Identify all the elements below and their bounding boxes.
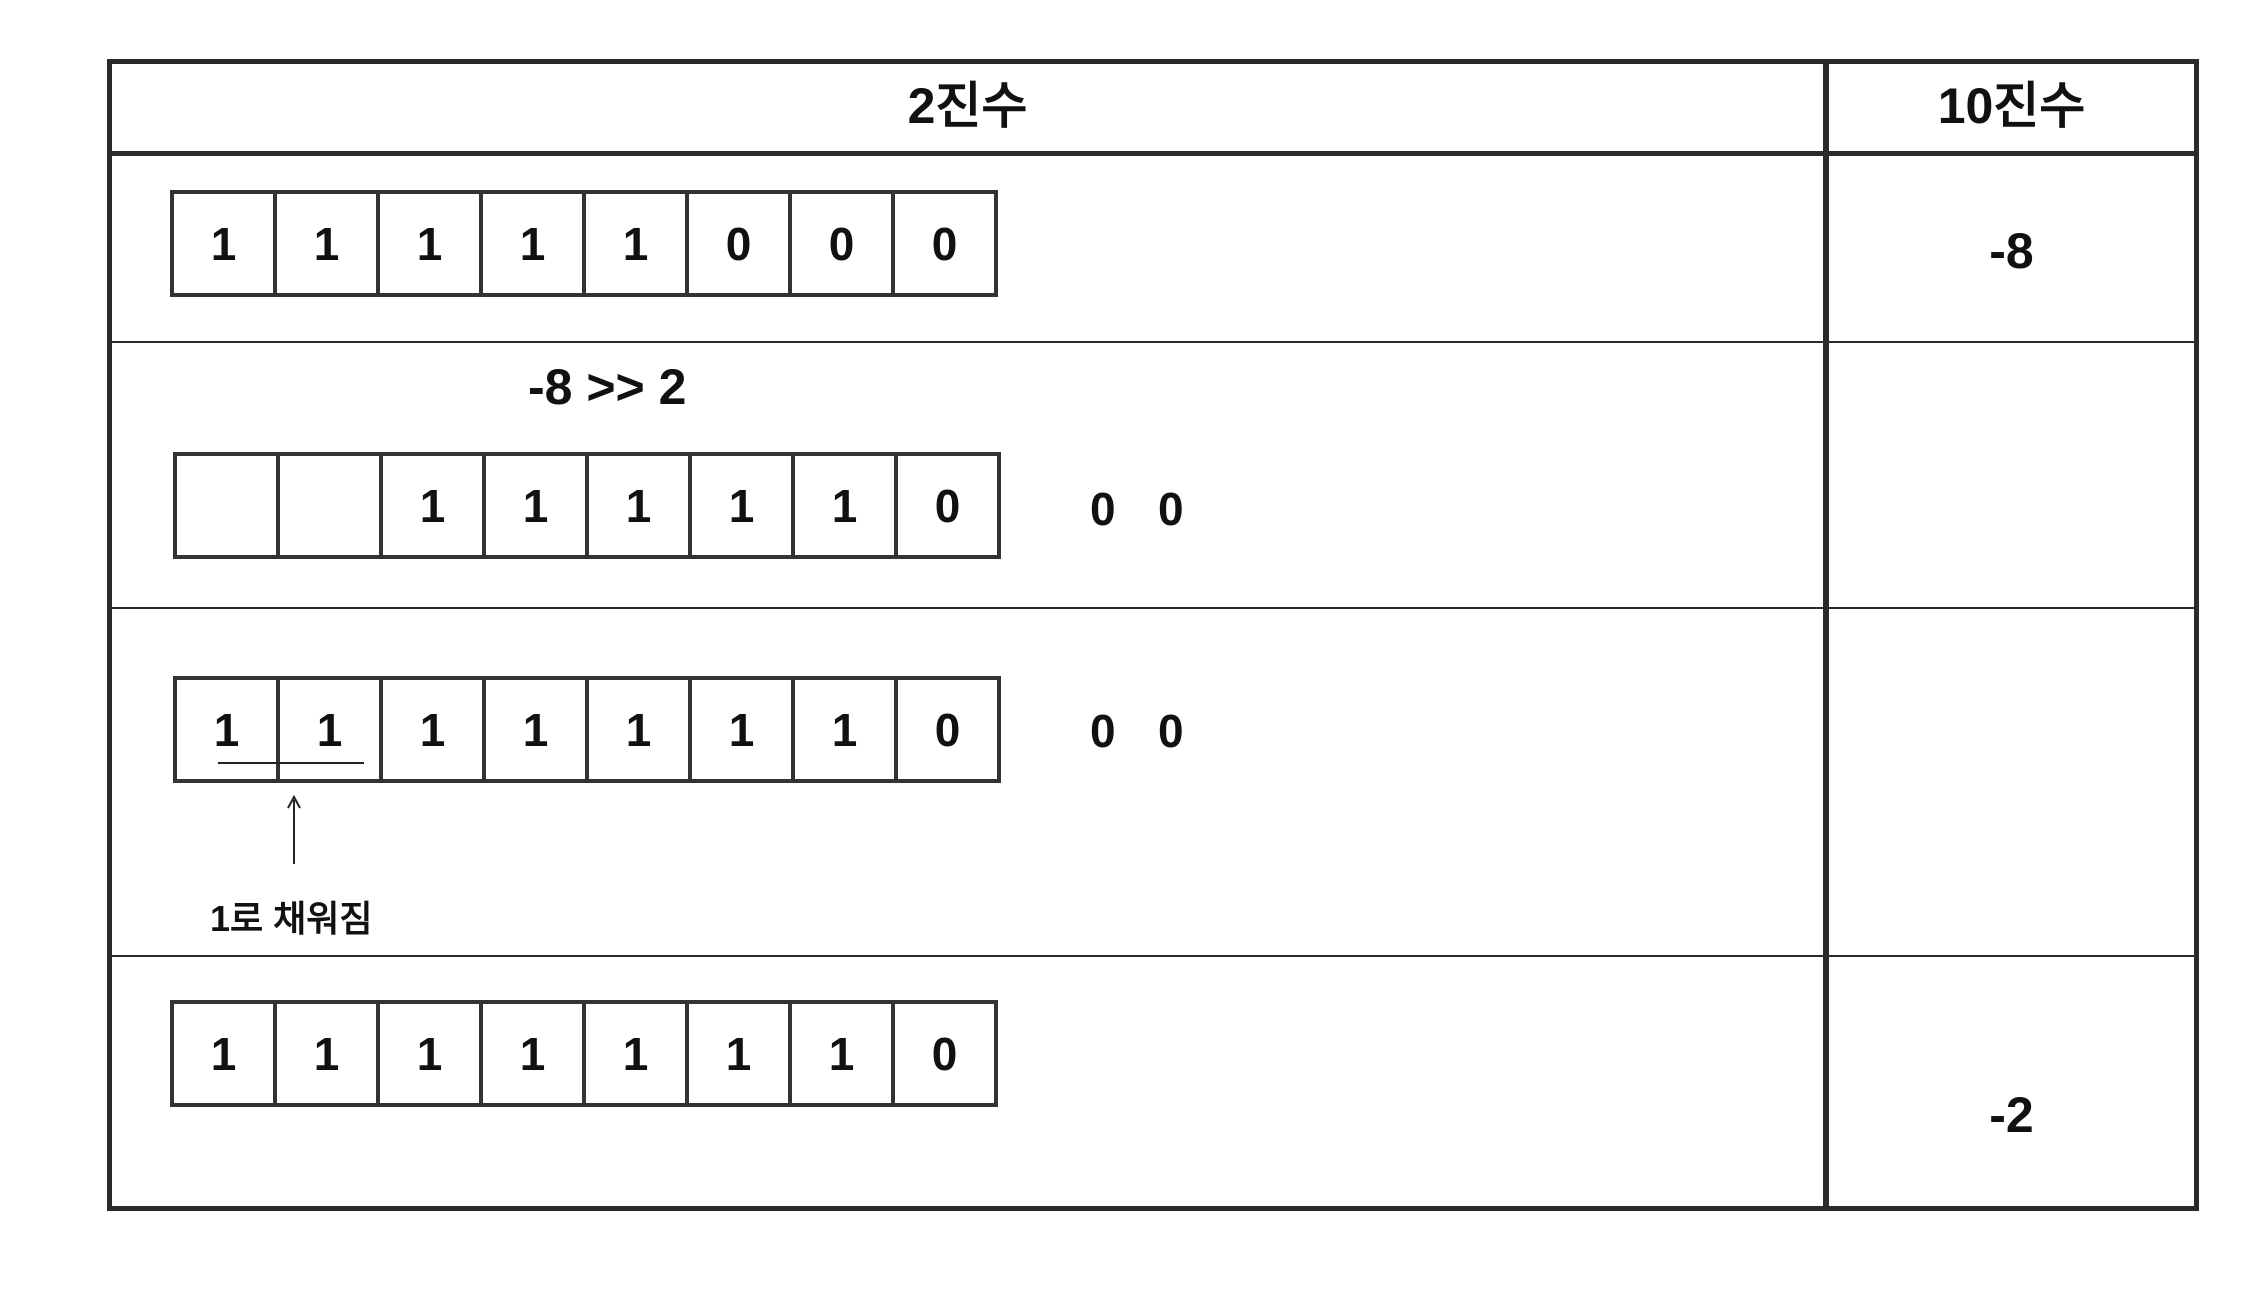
bit-cell: 0	[891, 190, 998, 297]
shifted-out-bit: 0	[1090, 705, 1116, 757]
bit-cell: 1	[582, 190, 689, 297]
bit-cell: 1	[585, 452, 692, 559]
shift-operation-label: -8 >> 2	[528, 359, 687, 415]
bit-cell: 1	[685, 1000, 792, 1107]
decimal-column-header: 10진수	[1937, 78, 2086, 134]
bit-cell: 0	[685, 190, 792, 297]
bit-cell: 1	[479, 190, 586, 297]
bit-cell: 1	[788, 1000, 895, 1107]
row-divider-2	[107, 607, 2199, 609]
column-divider	[1823, 59, 1829, 1211]
bit-row-2: 1 1 1 1 1 0	[173, 452, 1001, 559]
bit-cell: 1	[273, 1000, 380, 1107]
bit-cell: 1	[688, 452, 795, 559]
table-frame	[107, 59, 2199, 1211]
bit-cell-empty	[276, 452, 383, 559]
header-divider	[107, 151, 2199, 156]
bit-cell: 1	[170, 1000, 277, 1107]
bit-cell-empty	[173, 452, 280, 559]
bit-cell: 1	[273, 190, 380, 297]
shifted-out-bit: 0	[1090, 483, 1116, 535]
bit-row-3: 1 1 1 1 1 1 1 0	[173, 676, 1001, 783]
bit-cell: 1	[482, 676, 589, 783]
arrow-up-icon	[287, 794, 301, 864]
row-divider-3	[107, 955, 2199, 957]
decimal-value-row-1: -8	[1989, 223, 2034, 279]
bit-cell: 1	[688, 676, 795, 783]
row-divider-1	[107, 341, 2199, 343]
bit-cell: 1	[585, 676, 692, 783]
bit-cell: 0	[894, 676, 1001, 783]
binary-column-header: 2진수	[907, 78, 1028, 134]
filled-bits-underline	[218, 762, 364, 764]
bit-cell: 1	[791, 676, 898, 783]
bit-row-1: 1 1 1 1 1 0 0 0	[170, 190, 998, 297]
decimal-value-row-4: -2	[1989, 1087, 2034, 1143]
bit-cell: 0	[891, 1000, 998, 1107]
bit-cell: 1	[379, 452, 486, 559]
bit-cell: 0	[788, 190, 895, 297]
bit-cell: 0	[894, 452, 1001, 559]
shifted-out-bit: 0	[1158, 483, 1184, 535]
bit-cell: 1	[376, 1000, 483, 1107]
fill-note-label: 1로 채워짐	[210, 898, 373, 939]
bit-cell: 1	[482, 452, 589, 559]
bit-cell: 1	[479, 1000, 586, 1107]
bit-cell: 1	[582, 1000, 689, 1107]
shifted-out-bit: 0	[1158, 705, 1184, 757]
bit-cell: 1	[379, 676, 486, 783]
bit-row-4: 1 1 1 1 1 1 1 0	[170, 1000, 998, 1107]
bit-cell: 1	[791, 452, 898, 559]
bit-cell-filled: 1	[276, 676, 383, 783]
bit-cell: 1	[170, 190, 277, 297]
bit-cell-filled: 1	[173, 676, 280, 783]
bit-cell: 1	[376, 190, 483, 297]
